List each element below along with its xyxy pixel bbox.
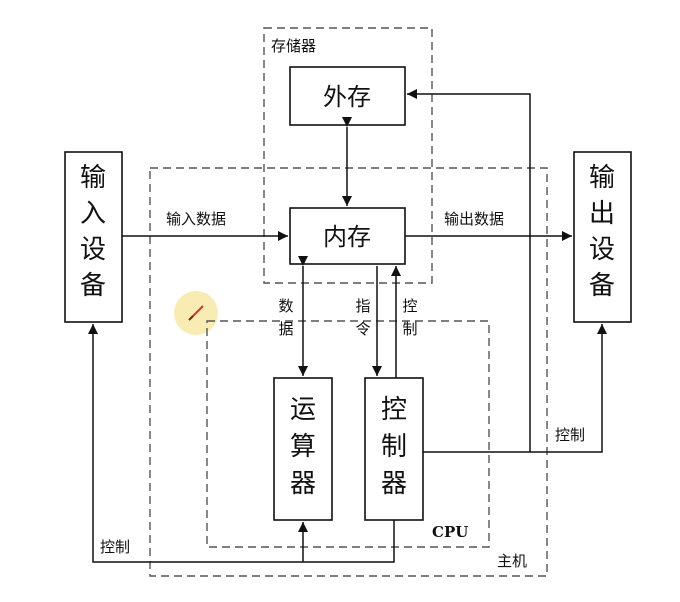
svg-text:输: 输: [589, 163, 615, 193]
svg-text:算: 算: [290, 432, 316, 462]
svg-text:运: 运: [290, 395, 316, 425]
svg-text:设: 设: [589, 235, 615, 265]
ctrl-extstorage-control-arrow: [407, 89, 531, 452]
svg-text:据: 据: [278, 320, 293, 338]
alu-label: 运 算 器: [290, 395, 316, 499]
storage-region: [263, 27, 433, 284]
svg-text:备: 备: [589, 271, 615, 301]
svg-text:器: 器: [381, 469, 407, 499]
cursor-highlight: [174, 291, 218, 335]
svg-text:控: 控: [402, 297, 417, 315]
svg-text:指: 指: [355, 297, 370, 315]
controller-box: [364, 377, 424, 521]
input-device-box: [64, 151, 123, 323]
svg-text:出: 出: [589, 199, 615, 229]
output-data-label: 输出数据: [444, 210, 504, 228]
svg-text:数: 数: [278, 297, 293, 315]
svg-text:备: 备: [80, 271, 106, 301]
svg-text:设: 设: [80, 235, 106, 265]
svg-text:制: 制: [402, 320, 417, 338]
ctrl-input-control-arrow: [88, 324, 395, 563]
svg-text:入: 入: [80, 199, 106, 229]
svg-text:令: 令: [355, 320, 370, 338]
svg-text:制: 制: [381, 432, 407, 462]
external-storage-label: 外存: [323, 83, 371, 111]
control-vertical-label: 控 制: [402, 297, 417, 338]
svg-text:器: 器: [290, 469, 316, 499]
input-device-label: 输 入 设 备: [80, 163, 106, 301]
input-data-label: 输入数据: [166, 210, 226, 228]
ctrl-output-control-arrow: [423, 324, 607, 453]
instruction-link-label: 指 令: [355, 297, 370, 338]
alu-box: [273, 377, 333, 521]
controller-label: 控 制 器: [381, 395, 407, 499]
output-device-box: [573, 151, 632, 323]
memory-label: 内存: [323, 223, 371, 251]
cpu-region-label: CPU: [432, 523, 468, 541]
cpu-region: [206, 320, 490, 548]
host-region-label: 主机: [497, 552, 527, 570]
control-bottom-label: 控制: [100, 538, 130, 556]
storage-region-label: 存储器: [271, 37, 316, 55]
svg-text:输: 输: [80, 163, 106, 193]
data-link-label: 数 据: [278, 297, 293, 338]
control-right-label: 控制: [555, 426, 585, 444]
output-device-label: 输 出 设 备: [589, 163, 615, 301]
svg-text:控: 控: [381, 395, 407, 425]
